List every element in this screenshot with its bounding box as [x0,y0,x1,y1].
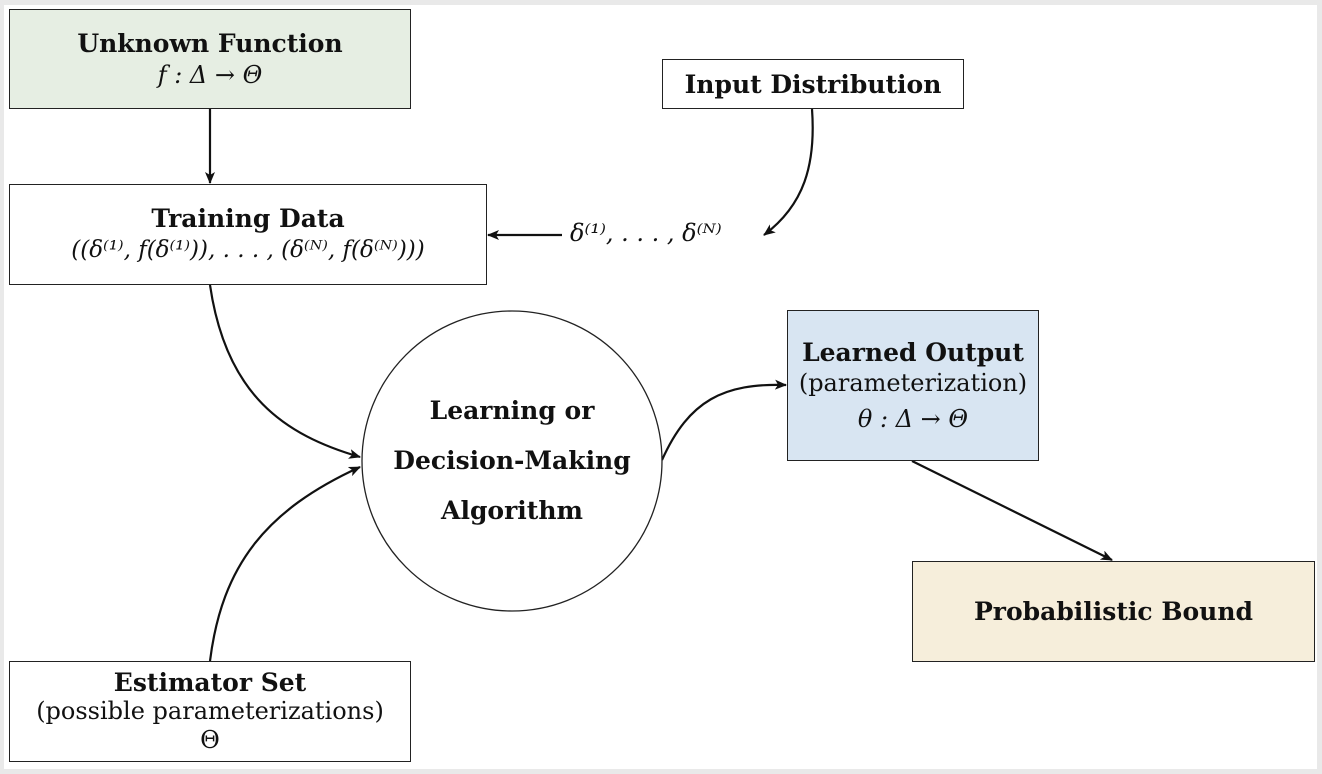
probabilistic-bound-box: Probabilistic Bound [912,561,1315,662]
algorithm-circle [361,310,663,612]
algorithm-node: Learning or Decision-Making Algorithm [362,311,662,611]
input-distribution-title: Input Distribution [684,69,942,99]
learned-output-box: Learned Output (parameterization) θ : Δ … [787,310,1039,461]
arrow-estimator-to-algorithm [208,465,361,662]
estimator-set-title: Estimator Set [113,667,307,697]
arrow-algorithm-to-output [660,379,787,461]
estimator-set-box: Estimator Set (possible parameterization… [9,661,411,762]
diagram-canvas: Unknown Function f : Δ → Θ Input Distrib… [4,5,1317,769]
arrows-layer [205,108,1113,662]
arrow-distribution-to-samples [763,108,814,236]
training-data-formula: ((δ⁽¹⁾, f(δ⁽¹⁾)), . . . , (δ⁽ᴺ⁾, f(δ⁽ᴺ⁾)… [71,237,425,263]
learned-output-title: Learned Output [802,337,1024,367]
learned-output-formula: θ : Δ → Θ [857,404,969,433]
unknown-function-formula: f : Δ → Θ [157,60,263,89]
samples-label: δ⁽¹⁾, . . . , δ⁽ᴺ⁾ [570,219,722,247]
arrow-training-to-algorithm [208,284,361,459]
algorithm-line-1: Learning or [429,396,595,425]
learned-output-subtitle: (parameterization) [798,368,1028,397]
algorithm-line-3: Algorithm [441,496,583,525]
algorithm-line-2: Decision-Making [393,446,631,475]
training-data-title: Training Data [151,204,345,233]
unknown-function-box: Unknown Function f : Δ → Θ [9,9,411,109]
estimator-set-formula: Θ [200,725,220,754]
input-distribution-box: Input Distribution [662,59,964,109]
unknown-function-title: Unknown Function [77,28,343,58]
estimator-set-subtitle: (possible parameterizations) [36,696,384,725]
training-data-box: Training Data ((δ⁽¹⁾, f(δ⁽¹⁾)), . . . , … [9,184,487,285]
arrow-output-to-bound [911,460,1113,561]
probabilistic-bound-title: Probabilistic Bound [974,597,1253,626]
